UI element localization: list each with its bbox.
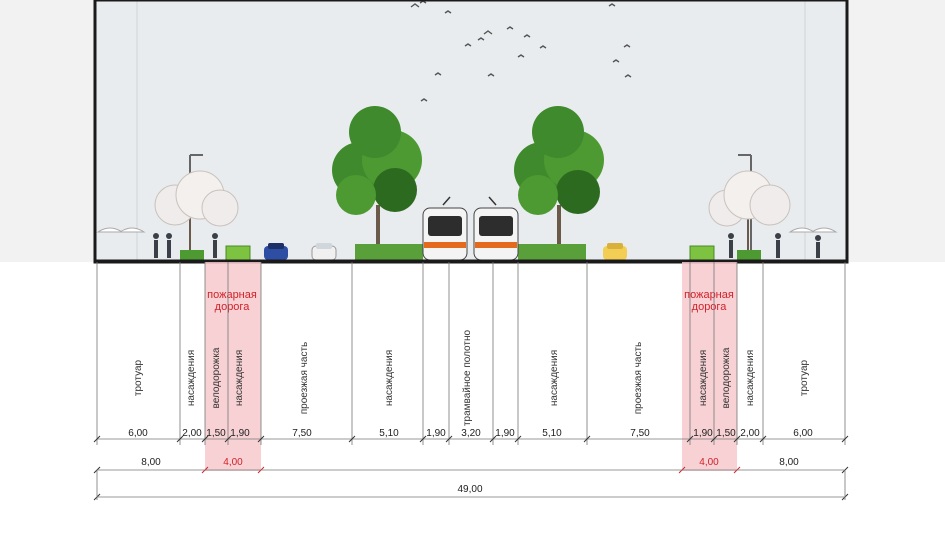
dimension-tick-5 [348, 435, 356, 443]
fire-lane-width-right: 4,00 [699, 457, 719, 468]
zone-width-tramway: 3,20 [461, 428, 481, 439]
zone-width-planting-5: 1,90 [693, 428, 713, 439]
zone-width-bike-right: 1,50 [716, 428, 736, 439]
dimension-tick-7 [445, 435, 453, 443]
birds [410, 0, 632, 102]
small-hedge-left [180, 250, 204, 260]
zone-width-sidewalk-left: 6,00 [128, 428, 148, 439]
zone-label-sidewalk-right: тротуар [799, 359, 810, 396]
planting-block-left [225, 245, 251, 261]
sidewalk-group-width-right: 8,00 [779, 457, 799, 468]
zone-width-planting-1: 2,00 [182, 428, 202, 439]
total-width: 49,00 [457, 484, 482, 495]
dimension-tick-9 [514, 435, 522, 443]
small-hedge-right [737, 250, 761, 260]
zone-label-planting-6: насаждения [745, 350, 756, 406]
zone-width-roadway-left: 7,50 [292, 428, 312, 439]
dimension-tick-4 [257, 435, 265, 443]
hedge-right [518, 244, 586, 260]
tram-right [473, 196, 519, 261]
zone-label-tramway: трамвайное полотно [462, 330, 473, 426]
sky-frame [93, 0, 849, 264]
zone-label-bike-right: велодорожка [721, 347, 732, 408]
zone-label-sidewalk-left: тротуар [133, 359, 144, 396]
zone-label-planting-3: насаждения [384, 350, 395, 406]
dimension-tick-13 [733, 435, 741, 443]
zone-width-sidewalk-right: 6,00 [793, 428, 813, 439]
dimension-tick-10 [583, 435, 591, 443]
fire-lane-width-left: 4,00 [223, 457, 243, 468]
dimension-tick-8 [489, 435, 497, 443]
zone-width-bike-left: 1,50 [206, 428, 226, 439]
dimension-tick-0 [93, 435, 101, 443]
fire-lane-label-left-line2: дорога [215, 301, 251, 313]
zone-label-roadway-right: проезжая часть [633, 342, 644, 414]
dimension-tick-1 [176, 435, 184, 443]
dimension-tick-12 [710, 435, 718, 443]
zone-width-planting-3: 5,10 [379, 428, 399, 439]
zone-label-planting-5: насаждения [698, 350, 709, 406]
zone-width-tram-lane-left: 1,90 [426, 428, 446, 439]
blossom-tree-left [154, 170, 239, 258]
pedestrians [153, 233, 821, 258]
zone-dividers [96, 262, 846, 445]
dimension-tick-14 [759, 435, 767, 443]
zone-label-planting-2: насаждения [234, 350, 245, 406]
dimension-tick-6 [419, 435, 427, 443]
zone-width-roadway-right: 7,50 [630, 428, 650, 439]
zone-width-tram-lane-right: 1,90 [495, 428, 515, 439]
zone-width-planting-4: 5,10 [542, 428, 562, 439]
fire-lane-label-right-line1: пожарная [684, 289, 734, 301]
cafe-umbrella-left [96, 227, 146, 233]
zone-label-planting-1: насаждения [186, 350, 197, 406]
fire-lane-label-left-line1: пожарная [207, 289, 257, 301]
zone-widths: 6,00 2,00 1,50 1,90 7,50 5,10 1,90 3,20 … [128, 428, 813, 439]
dimension-tick-2 [201, 435, 209, 443]
hedge-left [355, 244, 423, 260]
zone-labels: тротуар насаждения велодорожка насаждени… [133, 330, 810, 426]
zone-label-planting-4: насаждения [549, 350, 560, 406]
sidewalk-group-width-left: 8,00 [141, 457, 161, 468]
zone-label-roadway-left: проезжая часть [299, 342, 310, 414]
car-white [311, 243, 337, 261]
green-tree-left [332, 106, 422, 255]
planting-block-right [689, 245, 715, 261]
fire-lane-band-right [682, 262, 737, 471]
zone-label-bike-left: велодорожка [211, 347, 222, 408]
car-yellow [603, 243, 627, 260]
green-tree-right [514, 106, 604, 255]
dimension-tick-3 [224, 435, 232, 443]
cafe-umbrella-right [788, 227, 838, 233]
zone-width-planting-6: 2,00 [740, 428, 760, 439]
blossom-tree-right [708, 170, 791, 258]
dimension-tick-15 [841, 435, 849, 443]
fire-lane-band-left [205, 262, 261, 471]
zone-width-planting-2: 1,90 [230, 428, 250, 439]
car-blue [264, 243, 288, 260]
fire-lane-label-right-line2: дорога [692, 301, 728, 313]
dimension-tick-11 [686, 435, 694, 443]
